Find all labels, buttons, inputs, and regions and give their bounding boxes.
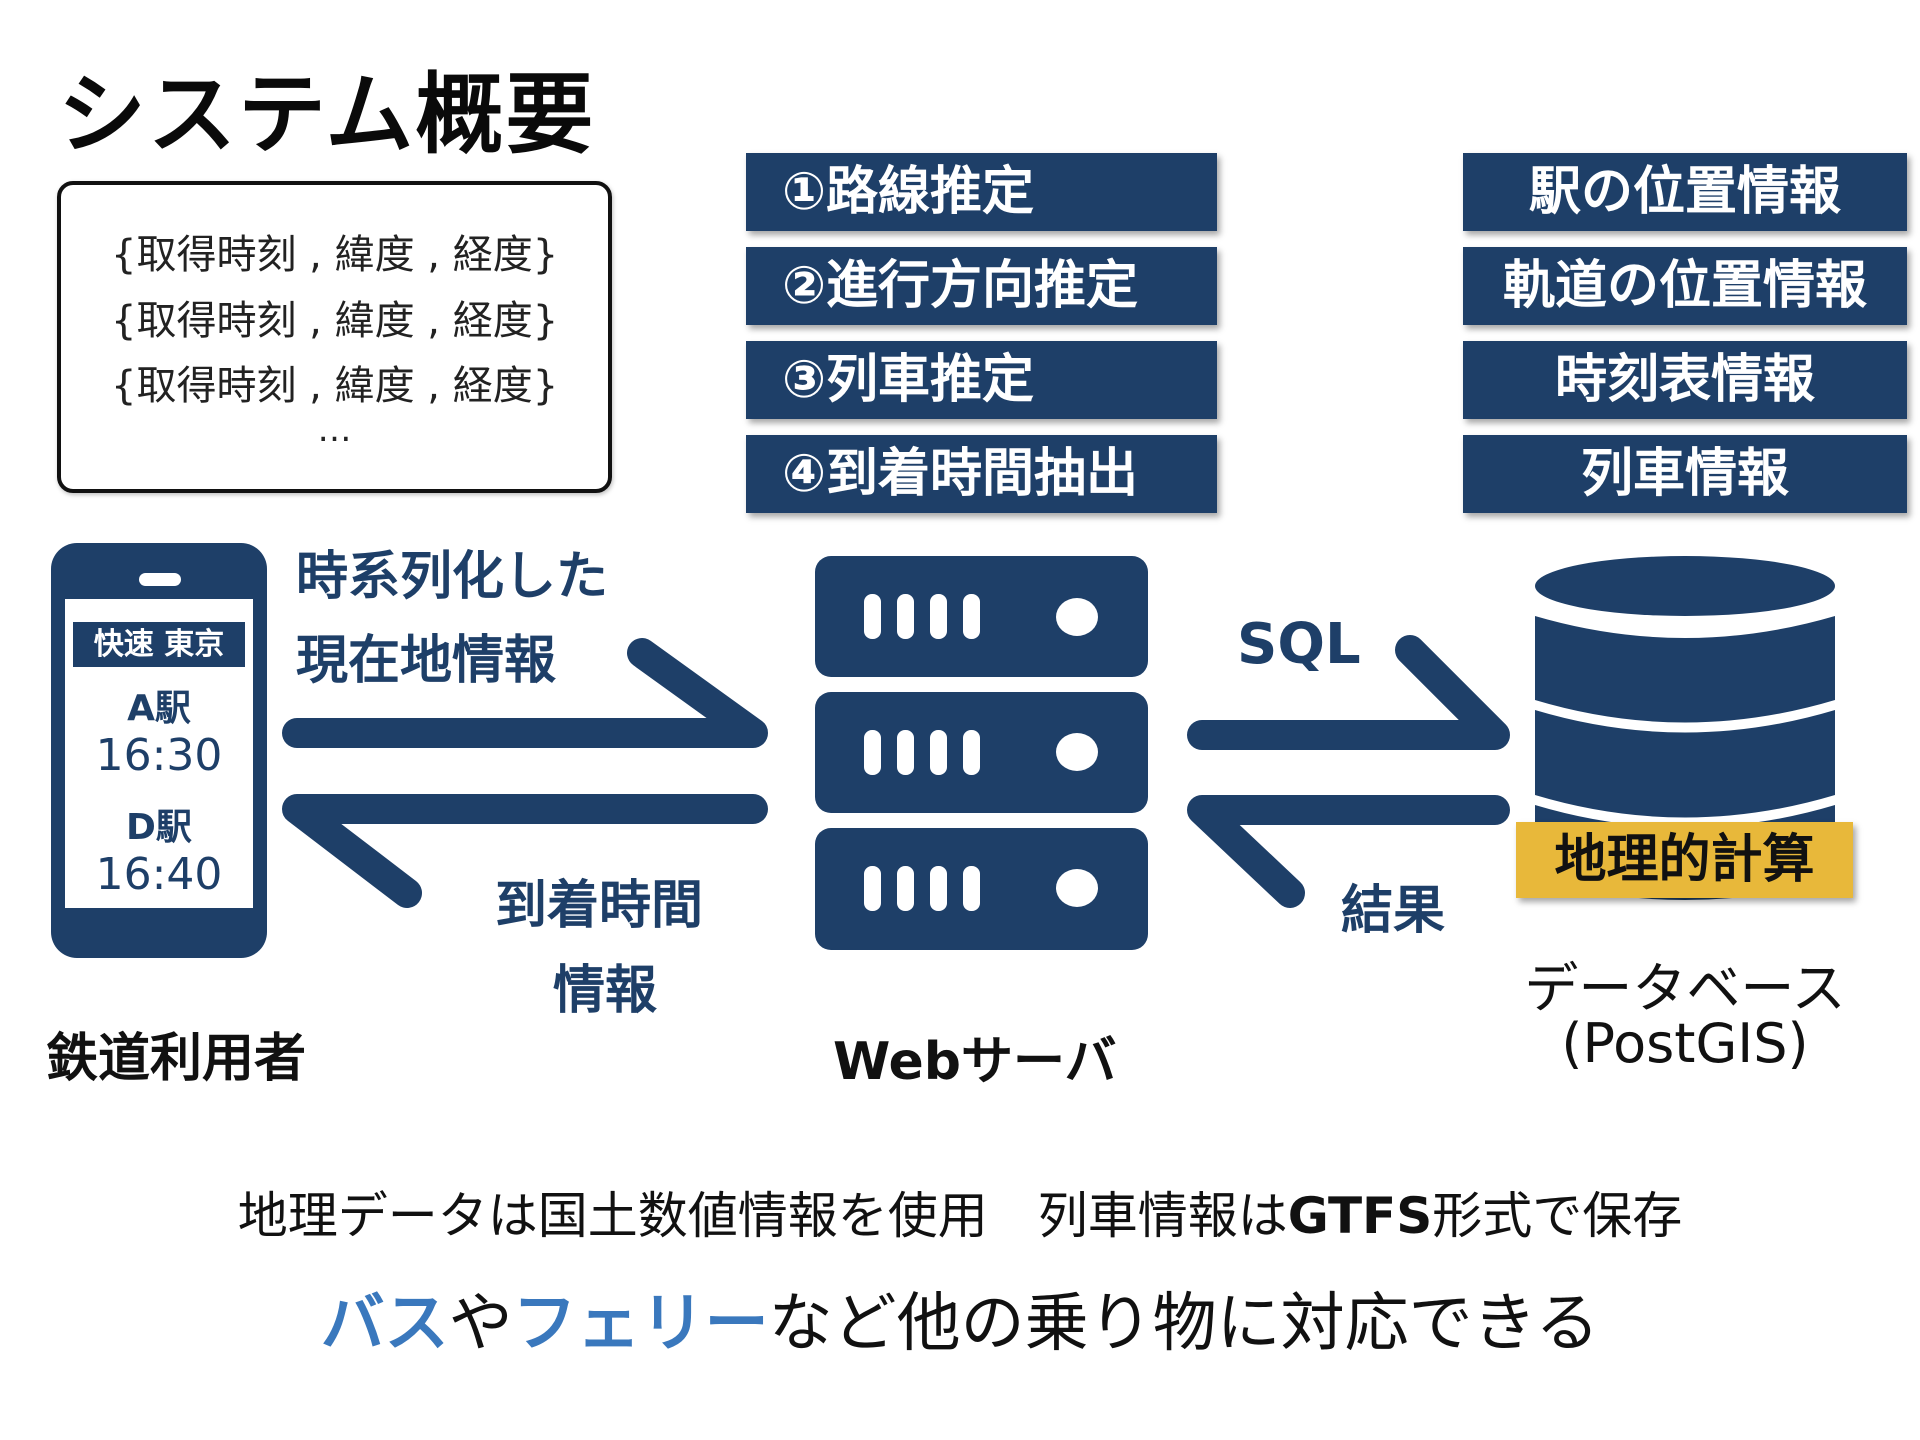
resource-track-location: 軌道の位置情報 — [1463, 247, 1907, 325]
return-label-line1: 到着時間 — [495, 876, 704, 936]
sql-label: SQL — [1237, 612, 1361, 677]
arrow-to-db — [1187, 635, 1510, 750]
return-label-line2: 情報 — [553, 961, 658, 1021]
resource-timetable: 時刻表情報 — [1463, 341, 1907, 419]
result-label: 結果 — [1341, 881, 1446, 941]
resource-station-location: 駅の位置情報 — [1463, 153, 1907, 231]
train-header: 快速 東京 — [73, 622, 245, 667]
stop-1: A駅 — [127, 688, 191, 729]
upload-label-line2: 現在地情報 — [296, 631, 557, 691]
footer-mid: や — [448, 1287, 513, 1361]
server-label: Webサーバ — [833, 1032, 1117, 1092]
geo-calc-badge: 地理的計算 — [1516, 822, 1853, 898]
footer-note: 地理データは国土数値情報を使用 列車情報はGTFS形式で保存 — [0, 1176, 1920, 1248]
footer-note-part2: 形式で保存 — [1432, 1187, 1683, 1245]
process-arrival-extraction: ④到着時間抽出 — [746, 435, 1217, 513]
process-train-estimation: ③列車推定 — [746, 341, 1217, 419]
arrow-to-server — [282, 638, 768, 748]
process-direction-estimation: ②進行方向推定 — [746, 247, 1217, 325]
gps-data-box: {取得時刻 , 緯度 , 経度} {取得時刻 , 緯度 , 経度} {取得時刻 … — [57, 181, 612, 493]
footer-note-gtfs: GTFS — [1287, 1187, 1433, 1245]
smartphone-icon: 快速 東京 A駅 16:30 D駅 16:40 — [51, 543, 267, 958]
server-unit — [815, 828, 1148, 950]
time-2: 16:40 — [95, 849, 223, 900]
footer-rest: など他の乗り物に対応できる — [768, 1287, 1600, 1361]
footer-accent-bus: バス — [320, 1287, 449, 1361]
page-title: システム概要 — [58, 63, 596, 166]
footer-accent-ferry: フェリー — [512, 1287, 769, 1361]
data-line: {取得時刻 , 緯度 , 経度} — [111, 363, 559, 409]
resource-train-info: 列車情報 — [1463, 435, 1907, 513]
footer-message: バスやフェリーなど他の乗り物に対応できる — [0, 1272, 1920, 1364]
process-route-estimation: ①路線推定 — [746, 153, 1217, 231]
arrow-from-db — [1187, 795, 1510, 908]
data-ellipsis: … — [317, 410, 352, 450]
user-label: 鉄道利用者 — [46, 1029, 307, 1089]
server-unit — [815, 556, 1148, 677]
arrow-to-user — [282, 794, 768, 908]
server-unit — [815, 692, 1148, 813]
phone-screen: 快速 東京 A駅 16:30 D駅 16:40 — [65, 599, 253, 908]
phone-speaker — [139, 573, 181, 586]
db-label-line1: データベース — [1524, 957, 1846, 1020]
stop-2: D駅 — [126, 807, 192, 848]
upload-label-line1: 時系列化した — [296, 547, 609, 607]
server-icon — [815, 556, 1148, 950]
data-line: {取得時刻 , 緯度 , 経度} — [111, 232, 559, 278]
footer-note-part1: 地理データは国土数値情報を使用 列車情報は — [237, 1187, 1288, 1245]
db-label-line2: (PostGIS) — [1561, 1012, 1809, 1075]
data-line: {取得時刻 , 緯度 , 経度} — [111, 298, 559, 344]
time-1: 16:30 — [95, 730, 223, 781]
